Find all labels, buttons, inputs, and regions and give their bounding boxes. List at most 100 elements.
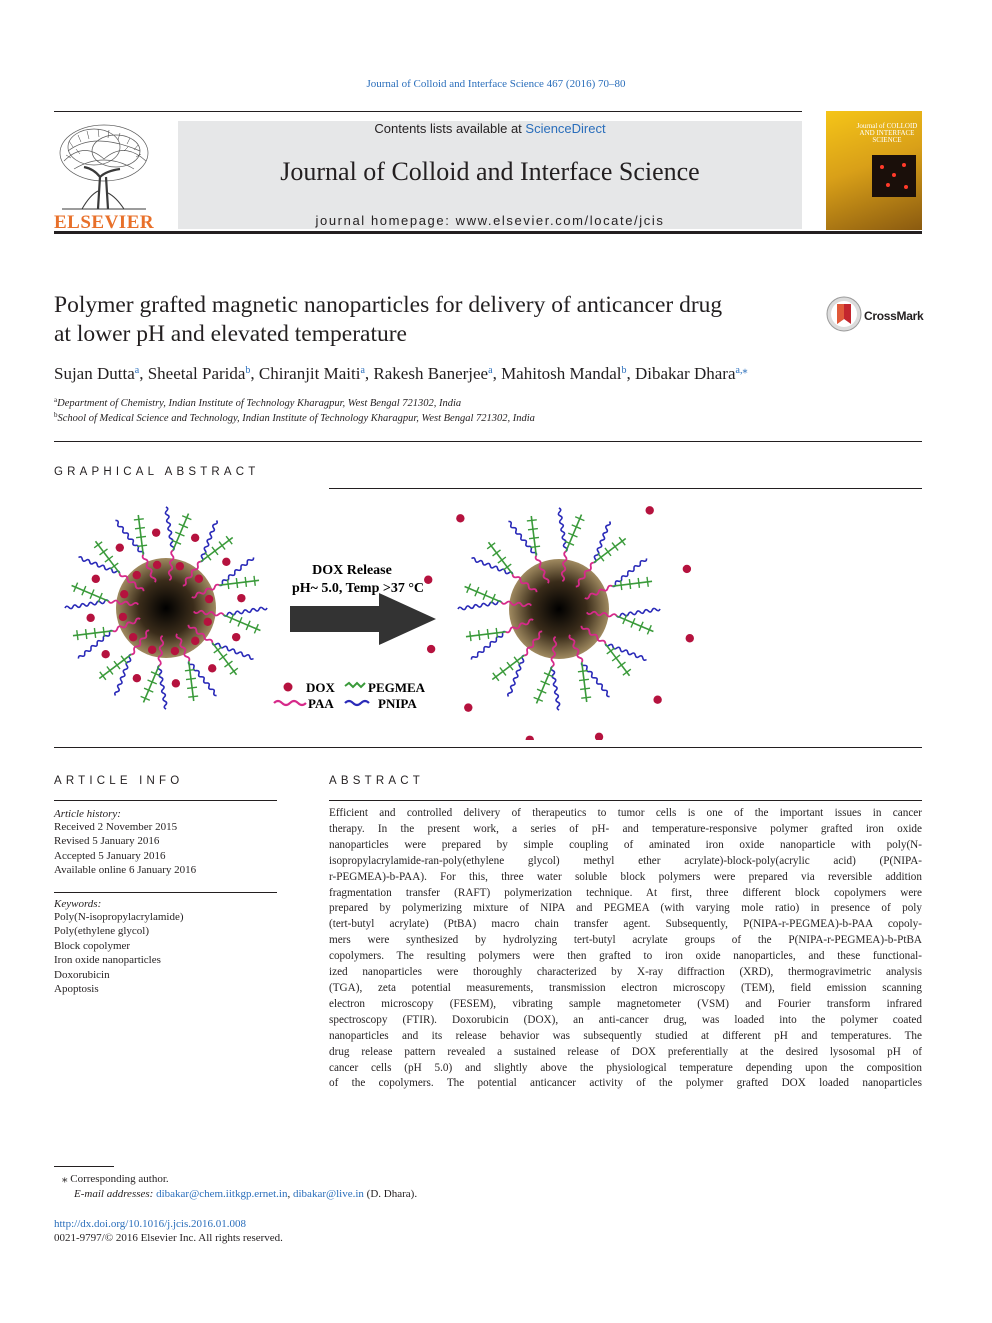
- legend-paa-label: PAA: [308, 696, 334, 711]
- dox-molecule: [231, 632, 241, 642]
- dox-molecule: [132, 673, 142, 683]
- pegmea-side-chain: [93, 541, 103, 549]
- pegmea-side-chain: [580, 687, 591, 691]
- abstract-line: drug release pattern revealed a sustaine…: [329, 1045, 922, 1058]
- pnipa-chain: [508, 520, 538, 556]
- dox-molecule: [91, 574, 101, 584]
- history-item: Received 2 November 2015: [54, 821, 178, 833]
- dox-molecule: [208, 664, 217, 673]
- keyword-item: Block copolymer: [54, 939, 131, 952]
- pegmea-chain: [219, 579, 260, 587]
- pnipa-chain: [593, 521, 612, 564]
- pegmea-side-chain: [150, 671, 161, 677]
- dox-molecule: [194, 574, 204, 583]
- pegmea-side-chain: [571, 524, 582, 530]
- pegmea-side-chain: [84, 629, 88, 640]
- journal-homepage-link[interactable]: www.elsevier.com/locate/jcis: [455, 213, 665, 228]
- graphical-abstract-bottom-rule: [54, 747, 922, 748]
- elsevier-tree-logo: [59, 124, 149, 210]
- pegmea-side-chain: [482, 590, 488, 601]
- pegmea-side-chain: [474, 586, 480, 597]
- article-info-rule: [54, 800, 277, 801]
- paa-chain: [550, 636, 558, 668]
- abstract-line: Efficient and controlled delivery of the…: [329, 807, 922, 819]
- pegmea-side-chain: [81, 585, 87, 596]
- paa-chain: [586, 610, 618, 618]
- pegmea-chain: [94, 540, 121, 574]
- doi-link[interactable]: http://dx.doi.org/10.1016/j.jcis.2016.01…: [54, 1218, 246, 1230]
- email-link-1[interactable]: dibakar@chem.iitkgp.ernet.in: [156, 1188, 288, 1200]
- pegmea-chain: [98, 653, 132, 680]
- author[interactable]: Dibakar Dharaa,⁎: [634, 364, 748, 383]
- pegmea-side-chain: [113, 660, 121, 670]
- dox-molecule: [525, 735, 534, 740]
- pegmea-chain: [172, 513, 190, 551]
- article-title: Polymer grafted magnetic nanoparticles f…: [54, 292, 723, 347]
- pnipa-chain: [604, 643, 647, 662]
- pegmea-side-chain: [604, 547, 612, 557]
- author[interactable]: Rakesh Banerjeea: [373, 364, 493, 383]
- pnipa-chain: [615, 607, 661, 618]
- pegmea-side-chain: [178, 523, 189, 529]
- legend-pnipa-marker: [344, 699, 370, 707]
- pegmea-side-chain: [147, 679, 158, 685]
- affiliation-b: bSchool of Medical Science and Technolog…: [54, 411, 535, 424]
- pegmea-side-chain: [527, 527, 538, 531]
- pegmea-side-chain: [140, 695, 151, 701]
- abstract-rule: [329, 800, 922, 801]
- abstract-line: copolymers. The resulting polymers were …: [329, 950, 922, 963]
- crossmark-badge[interactable]: CrossMark: [826, 296, 924, 336]
- pegmea-side-chain: [486, 628, 490, 640]
- legend-pegmea-marker: [344, 681, 366, 689]
- affiliation-a: aDepartment of Chemistry, Indian Institu…: [54, 396, 462, 409]
- journal-citation-link[interactable]: Journal of Colloid and Interface Science…: [366, 78, 626, 90]
- pnipa-chain: [580, 662, 610, 698]
- journal-cover-thumbnail[interactable]: Journal of COLLOID AND INTERFACE SCIENCE: [826, 111, 922, 230]
- sciencedirect-link[interactable]: ScienceDirect: [525, 121, 606, 136]
- pegmea-side-chain: [104, 555, 114, 563]
- pegmea-side-chain: [533, 696, 544, 702]
- author[interactable]: Mahitosh Mandalb: [501, 364, 627, 383]
- pegmea-side-chain: [235, 577, 239, 589]
- dox-molecule: [151, 528, 161, 537]
- pegmea-side-chain: [495, 627, 499, 638]
- keyword-item: Poly(N-isopropylacrylamide): [54, 911, 184, 923]
- affiliation-rule: [54, 441, 922, 442]
- author-list: Sujan Duttaa, Sheetal Paridab, Chiranjit…: [54, 364, 748, 383]
- pegmea-side-chain: [637, 577, 641, 588]
- email-link-2[interactable]: dibakar@live.in: [293, 1188, 364, 1200]
- dox-molecule: [190, 533, 200, 543]
- pnipa-chain: [550, 665, 561, 711]
- dox-molecule: [152, 560, 162, 570]
- dox-molecule: [115, 543, 124, 552]
- author[interactable]: Sheetal Paridab: [147, 364, 251, 383]
- dox-molecule: [424, 575, 433, 584]
- paa-chain: [131, 629, 150, 656]
- pegmea-side-chain: [526, 519, 537, 522]
- nanoparticle-released: [424, 506, 694, 740]
- dox-molecule: [128, 633, 138, 642]
- keyword-item: Doxorubicin: [54, 968, 110, 981]
- pegmea-side-chain: [619, 580, 623, 591]
- author[interactable]: Chiranjit Maitia: [258, 364, 365, 383]
- pegmea-side-chain: [499, 667, 507, 676]
- pegmea-side-chain: [513, 656, 521, 666]
- pegmea-side-chain: [253, 575, 256, 586]
- pegmea-side-chain: [597, 552, 605, 562]
- journal-homepage-line: journal homepage: www.elsevier.com/locat…: [315, 213, 665, 228]
- dox-molecule: [645, 506, 654, 515]
- pegmea-side-chain: [143, 687, 154, 693]
- pegmea-chain: [491, 654, 525, 681]
- pegmea-side-chain: [578, 678, 590, 682]
- paa-chain: [157, 635, 165, 667]
- author[interactable]: Sujan Duttaa: [54, 364, 140, 383]
- copyright-line: 0021-9797/© 2016 Elsevier Inc. All right…: [54, 1232, 283, 1244]
- paa-chain: [584, 584, 613, 600]
- dox-molecule: [191, 636, 200, 646]
- pnipa-chain: [457, 600, 503, 611]
- pegmea-side-chain: [490, 593, 496, 604]
- pegmea-side-chain: [492, 549, 501, 557]
- pegmea-chain: [464, 585, 502, 603]
- pegmea-chain: [211, 642, 238, 676]
- pegmea-side-chain: [204, 551, 212, 561]
